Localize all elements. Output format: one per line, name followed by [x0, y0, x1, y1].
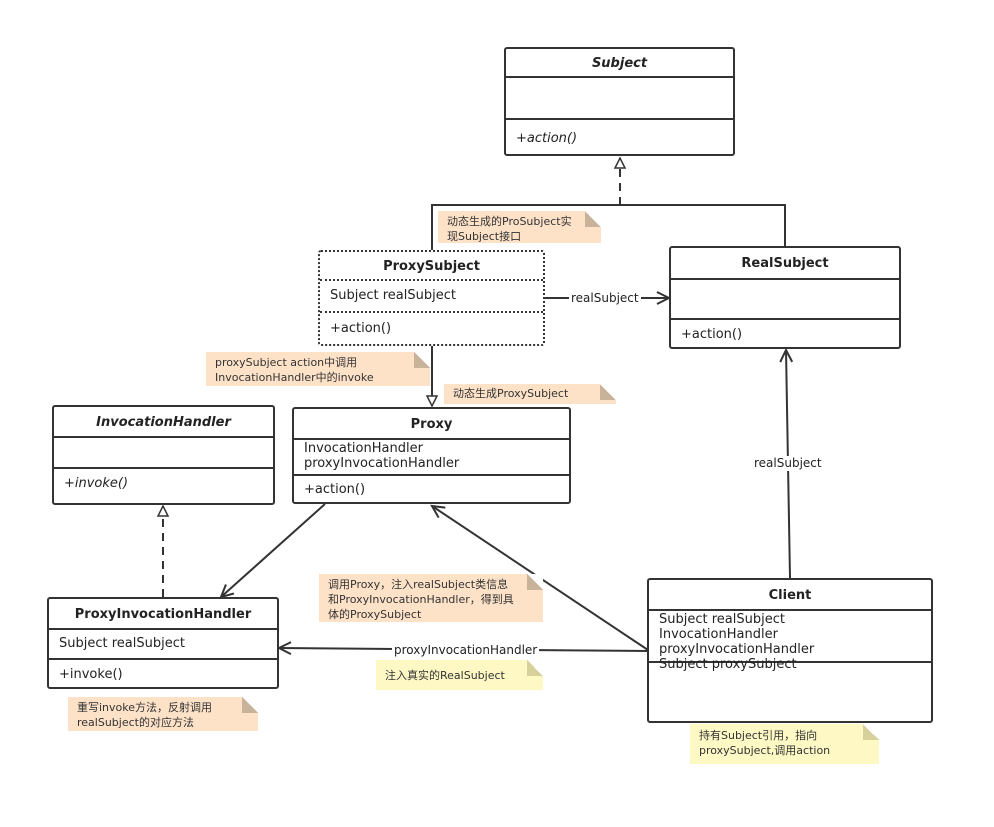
- note-call-proxy-line-1: 调用Proxy，注入realSubject类信息: [328, 578, 509, 591]
- class-proxy-name: Proxy: [294, 409, 569, 440]
- note-fold-icon: [414, 352, 430, 368]
- note-client-holds-line-2: proxySubject,调用action: [699, 744, 831, 757]
- note-client-holds: 持有Subject引用，指向 proxySubject,调用action: [690, 724, 879, 764]
- class-client-name: Client: [649, 580, 931, 611]
- class-subject[interactable]: Subject +action(): [504, 47, 735, 156]
- class-client-attributes: Subject realSubject InvocationHandler pr…: [649, 611, 931, 672]
- note-fold-icon: [242, 697, 258, 713]
- class-client-attribute-2: InvocationHandler proxyInvocationHandler: [659, 627, 815, 657]
- class-subject-attributes: [506, 78, 733, 120]
- note-fold-icon: [585, 211, 601, 227]
- note-client-holds-line-1: 持有Subject引用，指向: [699, 729, 818, 742]
- class-proxy-invocation-handler-attributes: Subject realSubject: [49, 630, 277, 660]
- note-generated-impl: 动态生成的ProSubject实 现Subject接口: [438, 211, 601, 243]
- note-generated-impl-line-2: 现Subject接口: [447, 230, 522, 243]
- note-fold-icon: [527, 574, 543, 590]
- note-override-invoke-line-2: realSubject的对应方法: [77, 716, 194, 729]
- class-proxy-invocation-handler-name: ProxyInvocationHandler: [49, 599, 277, 630]
- class-invocation-handler[interactable]: InvocationHandler +invoke(): [52, 405, 275, 505]
- note-call-proxy-line-2: 和ProxyInvocationHandler，得到具: [328, 593, 514, 606]
- note-fold-icon: [527, 660, 543, 676]
- class-subject-name: Subject: [506, 49, 733, 78]
- note-dynamic-generate-line-1: 动态生成ProxySubject: [453, 387, 569, 400]
- class-proxy-invocation-handler[interactable]: ProxyInvocationHandler Subject realSubje…: [47, 597, 279, 689]
- note-inject-real: 注入真实的RealSubject: [376, 660, 543, 690]
- note-proxy-subject-action-line-2: InvocationHandler中的invoke: [215, 371, 374, 384]
- class-client-attribute-1: Subject realSubject: [659, 612, 785, 627]
- class-proxy-subject-methods: +action(): [330, 321, 392, 336]
- class-proxy-attributes: InvocationHandler proxyInvocationHandler: [294, 440, 569, 476]
- class-real-subject-methods: +action(): [681, 327, 743, 342]
- class-proxy-methods: +action(): [304, 482, 366, 497]
- class-proxy-subject[interactable]: ProxySubject Subject realSubject +action…: [318, 250, 545, 346]
- class-proxy-subject-attributes: Subject realSubject: [320, 281, 543, 313]
- edge-label-client-to-real: realSubject: [752, 456, 824, 471]
- class-proxy-subject-name: ProxySubject: [320, 252, 543, 281]
- class-client-attribute-3: Subject proxySubject: [659, 657, 797, 672]
- note-proxy-subject-action: proxySubject action中调用 InvocationHandler…: [206, 352, 430, 386]
- class-real-subject-attributes: [671, 280, 899, 320]
- note-call-proxy-line-3: 体的ProxySubject: [328, 608, 422, 621]
- class-invocation-handler-name: InvocationHandler: [54, 407, 273, 438]
- class-client[interactable]: Client Subject realSubject InvocationHan…: [647, 578, 933, 723]
- note-override-invoke-line-1: 重写invoke方法，反射调用: [77, 701, 213, 714]
- note-override-invoke: 重写invoke方法，反射调用 realSubject的对应方法: [68, 697, 258, 731]
- class-proxy-attribute-2: proxyInvocationHandler: [304, 456, 460, 471]
- note-inject-real-line-1: 注入真实的RealSubject: [385, 669, 505, 682]
- note-proxy-subject-action-line-1: proxySubject action中调用: [215, 356, 358, 369]
- note-fold-icon: [600, 384, 616, 400]
- class-proxy-attribute-1: InvocationHandler: [304, 441, 423, 456]
- class-invocation-handler-attributes: [54, 438, 273, 469]
- class-invocation-handler-methods: +invoke(): [64, 476, 129, 491]
- note-dynamic-generate: 动态生成ProxySubject: [444, 384, 616, 404]
- class-proxy-invocation-handler-methods: +invoke(): [59, 667, 123, 682]
- note-generated-impl-line-1: 动态生成的ProSubject实: [447, 215, 572, 228]
- class-real-subject-name: RealSubject: [671, 248, 899, 280]
- note-call-proxy: 调用Proxy，注入realSubject类信息 和ProxyInvocatio…: [319, 574, 543, 622]
- edge-label-proxy-to-real: realSubject: [569, 291, 641, 306]
- edge-label-client-to-pih: proxyInvocationHandler: [392, 643, 540, 658]
- realization-bus: [431, 204, 786, 250]
- class-proxy[interactable]: Proxy InvocationHandler proxyInvocationH…: [292, 407, 571, 504]
- association-proxy-pih: [219, 503, 326, 599]
- class-subject-methods: +action(): [516, 131, 578, 146]
- class-real-subject[interactable]: RealSubject +action(): [669, 246, 901, 349]
- note-fold-icon: [863, 724, 879, 740]
